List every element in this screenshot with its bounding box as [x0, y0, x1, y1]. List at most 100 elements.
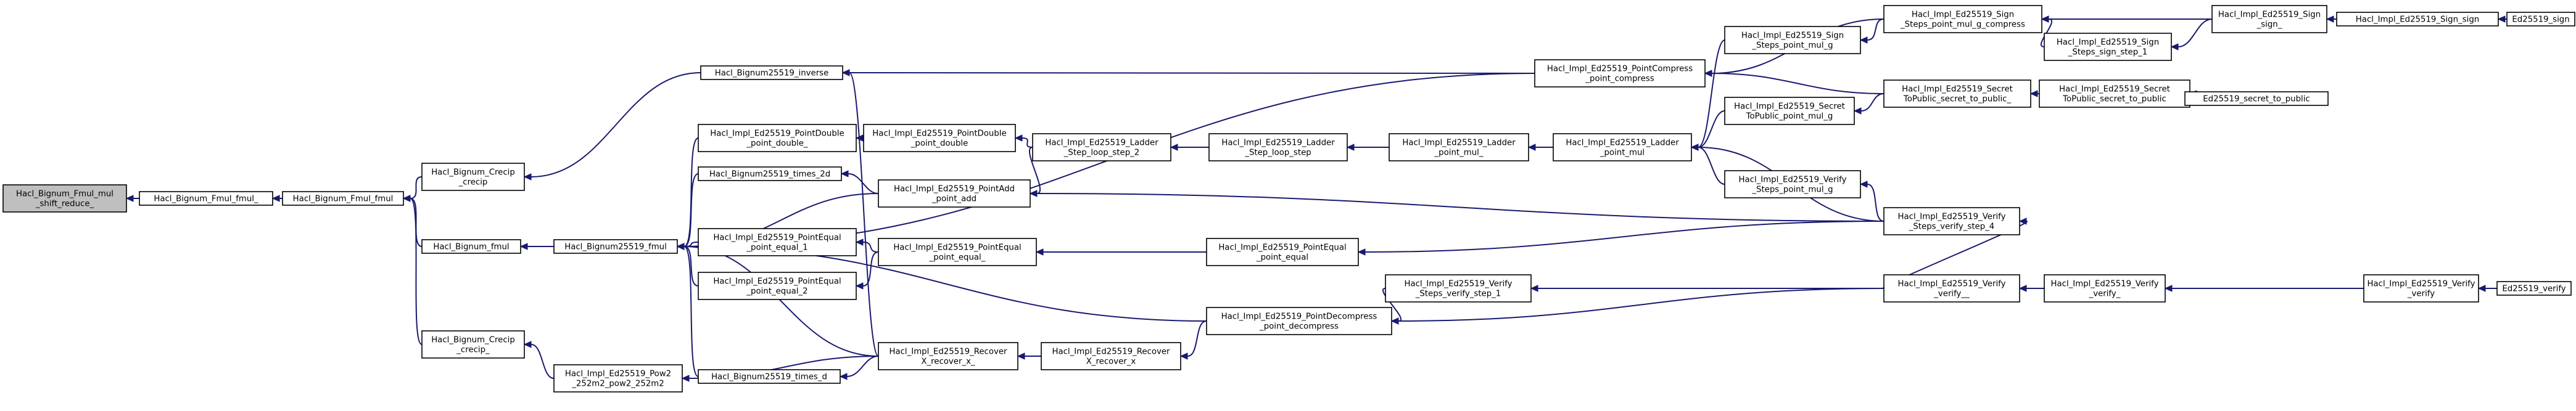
node-hacl-impl-ed25519-ladder-point-mul[interactable]: Hacl_Impl_Ed25519_Ladder_point_mul [1553, 133, 1692, 161]
node-box [1041, 342, 1181, 370]
node-hacl-impl-ed25519-pointdouble-point-double[interactable]: Hacl_Impl_Ed25519_PointDouble_point_doub… [863, 124, 1016, 152]
arrowhead [402, 195, 411, 202]
node-label-line: Hacl_Impl_Ed25519_Ladder [1045, 139, 1158, 148]
node-label-line: _Steps_verify_step_1 [1415, 290, 1501, 299]
edge-n16-to-n12 [862, 251, 879, 287]
node-hacl-impl-ed25519-pointequal-point-equal[interactable]: Hacl_Impl_Ed25519_PointEqual_point_equal… [878, 238, 1037, 266]
arrowhead [840, 170, 849, 177]
arrowhead [523, 341, 532, 348]
node-hacl-impl-ed25519-ladder-step-loop-step[interactable]: Hacl_Impl_Ed25519_Ladder_Step_loop_step [1208, 133, 1348, 161]
node-label-line: _point_mul [1600, 149, 1645, 158]
node-ed25519-verify[interactable]: Ed25519_verify [2496, 281, 2572, 296]
node-label-line: _Steps_verify_step_4 [1909, 222, 1995, 232]
node-hacl-impl-ed25519-pointequal-point-equal[interactable]: Hacl_Impl_Ed25519_PointEqual_point_equal [1206, 238, 1359, 266]
node-ed25519-sign[interactable]: Ed25519_sign [2506, 12, 2575, 26]
node-label-line: Hacl_Bignum_Fmul_fmul_ [154, 195, 258, 204]
node-label-line: _crecip [458, 178, 488, 187]
edge-n33-to-n23 [1398, 288, 1885, 322]
node-box [878, 238, 1037, 266]
node-box [863, 124, 1016, 152]
arrowhead [2041, 15, 2049, 23]
node-hacl-impl-ed25519-verify-verify[interactable]: Hacl_Impl_Ed25519_Verify_verify__ [1883, 274, 2020, 303]
arrowhead [1690, 144, 1699, 151]
edge-n3-to-n2 [410, 176, 423, 199]
node-hacl-bignum25519-fmul[interactable]: Hacl_Bignum25519_fmul [553, 239, 678, 254]
edge-n32-to-n29 [1867, 184, 1885, 222]
node-hacl-impl-ed25519-ladder-point-mul[interactable]: Hacl_Impl_Ed25519_Ladder_point_mul_ [1389, 133, 1529, 161]
edge-n25-to-n23 [1382, 288, 1402, 322]
node-hacl-impl-ed25519-verify-steps-point-mul-g[interactable]: Hacl_Impl_Ed25519_Verify_Steps_point_mul… [1724, 170, 1861, 198]
node-box [698, 272, 857, 300]
node-label-line: Hacl_Impl_Ed25519_PointDouble [710, 129, 844, 139]
node-label-line: Hacl_Impl_Ed25519_PointEqual [713, 277, 841, 287]
node-hacl-impl-ed25519-verify-verify[interactable]: Hacl_Impl_Ed25519_Verify_verify_ [2044, 274, 2166, 303]
edge-n9-to-n7 [683, 137, 699, 247]
edge-n30-to-n27 [1867, 18, 1885, 41]
node-box [1724, 97, 1855, 125]
edge-n23-to-n19 [1187, 320, 1207, 357]
node-label-line: _shift_reduce_ [35, 200, 94, 209]
node-hacl-bignum-crecip-crecip[interactable]: Hacl_Bignum_Crecip_crecip [421, 163, 525, 191]
node-hacl-impl-ed25519-pointdouble-point-double[interactable]: Hacl_Impl_Ed25519_PointDouble_point_doub… [698, 124, 857, 152]
node-hacl-impl-ed25519-secrettopublic-secret-to-public[interactable]: Hacl_Impl_Ed25519_SecretToPublic_secret_… [1883, 79, 2031, 108]
node-hacl-impl-ed25519-ladder-step-loop-step-2[interactable]: Hacl_Impl_Ed25519_Ladder_Step_loop_step_… [1032, 133, 1171, 161]
node-ed25519-secret-to-public[interactable]: Ed25519_secret_to_public [2184, 91, 2329, 106]
node-hacl-bignum-fmul-fmul[interactable]: Hacl_Bignum_Fmul_fmul [282, 191, 404, 206]
node-hacl-impl-ed25519-sign-sign[interactable]: Hacl_Impl_Ed25519_Sign_sign_ [2211, 5, 2327, 33]
arrowhead [1390, 317, 1399, 325]
node-hacl-impl-ed25519-sign-steps-point-mul-g[interactable]: Hacl_Impl_Ed25519_Sign_Steps_point_mul_g [1724, 26, 1861, 54]
node-label-line: Ed25519_sign [2512, 15, 2569, 25]
node-hacl-impl-ed25519-secrettopublic-secret-to-public[interactable]: Hacl_Impl_Ed25519_SecretToPublic_secret_… [2039, 79, 2190, 108]
node-hacl-bignum-crecip-crecip[interactable]: Hacl_Bignum_Crecip_crecip_ [421, 330, 525, 359]
node-box [698, 228, 857, 256]
node-hacl-bignum25519-times-2d[interactable]: Hacl_Bignum25519_times_2d [698, 166, 842, 181]
node-hacl-impl-ed25519-pointcompress-point-compress[interactable]: Hacl_Impl_Ed25519_PointCompress_point_co… [1534, 59, 1706, 87]
node-hacl-bignum25519-times-d[interactable]: Hacl_Bignum25519_times_d [698, 369, 841, 384]
arrowhead [1346, 144, 1355, 151]
node-box [1553, 133, 1692, 161]
edge-n27-to-n26 [1698, 39, 1725, 148]
node-hacl-impl-ed25519-sign-sign[interactable]: Hacl_Impl_Ed25519_Sign_sign [2336, 12, 2499, 26]
node-hacl-impl-ed25519-pow2-252m2-pow2-252m2[interactable]: Hacl_Impl_Ed25519_Pow2_252m2_pow2_252m2 [553, 364, 683, 393]
node-label-line: Hacl_Impl_Ed25519_Verify [2368, 280, 2475, 289]
node-hacl-impl-ed25519-verify-verify[interactable]: Hacl_Impl_Ed25519_Verify_verify [2363, 274, 2479, 303]
node-label-line: _point_decompress [1259, 322, 1339, 332]
node-label-line: Ed25519_secret_to_public [2203, 95, 2310, 104]
node-label-line: Hacl_Impl_Ed25519_Secret [1734, 102, 1845, 112]
node-hacl-impl-ed25519-verify-steps-verify-step-4[interactable]: Hacl_Impl_Ed25519_Verify_Steps_verify_st… [1883, 207, 2020, 235]
edge-n17-to-n6 [849, 72, 879, 357]
arrowhead [1704, 70, 1712, 77]
node-label-line: Hacl_Impl_Ed25519_Verify [1898, 280, 2006, 289]
node-box [1032, 133, 1171, 161]
node-label-line: Hacl_Bignum25519_times_2d [709, 170, 830, 179]
node-label-line: _252m2_pow2_252m2 [571, 380, 664, 389]
node-hacl-bignum-fmul-fmul[interactable]: Hacl_Bignum_Fmul_fmul_ [139, 191, 273, 206]
node-hacl-impl-ed25519-pointequal-point-equal-1[interactable]: Hacl_Impl_Ed25519_PointEqual_point_equal… [698, 228, 857, 256]
node-hacl-bignum-fmul[interactable]: Hacl_Bignum_fmul [421, 239, 521, 254]
node-box [2211, 5, 2327, 33]
arrowhead [1859, 181, 1868, 188]
arrowhead [523, 173, 532, 181]
node-label-line: Hacl_Bignum25519_times_d [711, 373, 827, 382]
edge-n31-to-n28 [1860, 93, 1885, 112]
node-hacl-impl-ed25519-sign-steps-sign-step-1[interactable]: Hacl_Impl_Ed25519_Sign_Steps_sign_step_1 [2044, 33, 2172, 61]
node-hacl-impl-ed25519-secrettopublic-point-mul-g[interactable]: Hacl_Impl_Ed25519_SecretToPublic_point_m… [1724, 97, 1855, 125]
node-hacl-impl-ed25519-sign-steps-point-mul-g-compress[interactable]: Hacl_Impl_Ed25519_Sign_Steps_point_mul_g… [1883, 5, 2042, 33]
node-label-line: Hacl_Impl_Ed25519_Sign_sign [2356, 15, 2479, 25]
node-hacl-impl-ed25519-pointdecompress-point-decompress[interactable]: Hacl_Impl_Ed25519_PointDecompress_point_… [1206, 307, 1392, 335]
node-label-line: Hacl_Bignum_Crecip [431, 336, 515, 345]
node-box [1724, 26, 1861, 54]
arrowhead [2018, 218, 2027, 225]
arrowhead [2477, 285, 2486, 292]
arrowhead [855, 282, 864, 290]
node-hacl-bignum25519-inverse[interactable]: Hacl_Bignum25519_inverse [700, 65, 843, 80]
node-hacl-impl-ed25519-pointequal-point-equal-2[interactable]: Hacl_Impl_Ed25519_PointEqual_point_equal… [698, 272, 857, 300]
node-label-line: _Step_loop_step_2 [1063, 149, 1140, 158]
node-label-line: Hacl_Impl_Ed25519_PointDecompress [1221, 312, 1377, 322]
edge-n6-to-n3 [530, 72, 701, 177]
node-box [2506, 12, 2575, 26]
node-hacl-impl-ed25519-pointadd-point-add[interactable]: Hacl_Impl_Ed25519_PointAdd_point_add [878, 179, 1031, 208]
node-hacl-impl-ed25519-verify-steps-verify-step-1[interactable]: Hacl_Impl_Ed25519_Verify_Steps_verify_st… [1385, 274, 1532, 303]
